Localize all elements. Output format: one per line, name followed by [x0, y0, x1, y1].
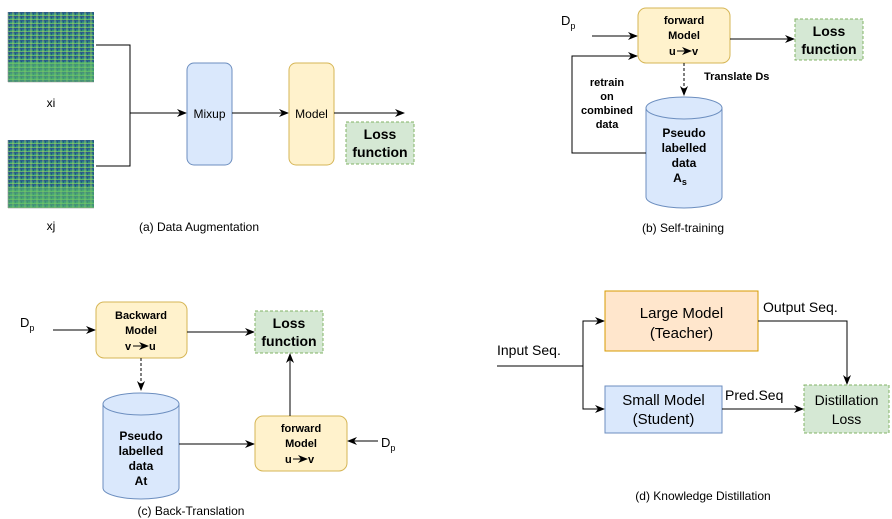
- student-line1: Small Model: [622, 392, 705, 409]
- fwd-c-line1: forward: [281, 423, 321, 435]
- retrain-line2: on: [600, 91, 614, 103]
- loss-a-line1: Loss: [364, 126, 397, 142]
- student-box: [604, 385, 723, 434]
- teacher-line1: Large Model: [640, 305, 723, 322]
- dp-c-left: Dp: [20, 315, 34, 333]
- panel-a: xi xj Mixup Model Loss function (a) Data…: [7, 12, 415, 234]
- db-cylinder-c: [102, 392, 180, 500]
- model-label: Model: [295, 107, 328, 121]
- panel-b: Dp forward Model u v Loss function Trans…: [561, 7, 864, 235]
- label-xi: xi: [47, 96, 56, 110]
- caption-d: (d) Knowledge Distillation: [635, 489, 770, 503]
- edge-xi-mixup: [96, 44, 131, 113]
- spectrogram-xi: [7, 12, 94, 83]
- fwd-b-v: v: [692, 46, 699, 58]
- translate-label: Translate Ds: [704, 71, 769, 83]
- db-c-line2: labelled: [119, 444, 164, 458]
- bwd-line1: Backward: [115, 310, 167, 322]
- model-box: [288, 62, 335, 166]
- caption-a: (a) Data Augmentation: [139, 220, 259, 234]
- retrain-line1: retrain: [590, 77, 625, 89]
- retrain-line3: combined: [581, 105, 633, 117]
- fwd-b-line1: forward: [664, 15, 704, 27]
- loss-c-line1: Loss: [273, 315, 306, 331]
- edge-teacher-distill: [758, 320, 851, 385]
- input-seq-label: Input Seq.: [497, 342, 561, 358]
- dp-c-right: Dp: [381, 435, 395, 453]
- edge-split-student: [582, 366, 605, 413]
- dp-b: Dp: [561, 13, 575, 31]
- loss-box-b: [794, 18, 864, 61]
- bwd-u: u: [149, 341, 156, 353]
- fwd-c-v: v: [308, 454, 315, 466]
- bwd-v: v: [125, 341, 132, 353]
- output-seq-label: Output Seq.: [763, 299, 838, 315]
- db-b-line3: data: [672, 156, 697, 170]
- fwd-b-line2: Model: [668, 30, 700, 42]
- db-c-line3: data: [129, 459, 154, 473]
- db-c-line4: At: [135, 474, 148, 488]
- mixup-label: Mixup: [193, 107, 225, 121]
- panel-d: Input Seq. Large Model (Teacher) Output …: [497, 290, 890, 503]
- panel-c: Dp Backward Model v u Loss function Pseu…: [20, 301, 395, 518]
- loss-c-line2: function: [261, 333, 316, 349]
- loss-box-c: [254, 310, 324, 354]
- loss-b-line1: Loss: [813, 23, 846, 39]
- caption-b: (b) Self-training: [642, 221, 724, 235]
- distill-line2: Loss: [832, 411, 862, 427]
- db-b-line2: labelled: [662, 141, 707, 155]
- spectrogram-xj: [7, 140, 94, 209]
- fwd-c-u: u: [285, 454, 292, 466]
- distill-box: [803, 384, 890, 434]
- distill-line1: Distillation: [815, 392, 879, 408]
- teacher-box: [604, 290, 759, 352]
- edge-db-retrain-b: [571, 52, 646, 154]
- fwd-b-u: u: [669, 46, 676, 58]
- label-xj: xj: [47, 219, 56, 233]
- teacher-line2: (Teacher): [650, 325, 713, 342]
- edge-split-teacher: [582, 317, 605, 366]
- caption-c: (c) Back-Translation: [138, 504, 245, 518]
- pred-seq-label: Pred.Seq: [725, 387, 783, 403]
- edge-xj-mixup: [96, 113, 131, 167]
- student-line2: (Student): [633, 411, 695, 428]
- db-b-line1: Pseudo: [662, 126, 705, 140]
- loss-a-line2: function: [352, 144, 407, 160]
- db-c-line1: Pseudo: [119, 429, 162, 443]
- loss-b-line2: function: [801, 41, 856, 57]
- mixup-box: [186, 62, 233, 166]
- loss-box-a: [345, 121, 415, 165]
- fwd-c-line2: Model: [285, 438, 317, 450]
- retrain-line4: data: [596, 119, 620, 131]
- bwd-line2: Model: [125, 325, 157, 337]
- db-b-line4: As: [673, 171, 687, 187]
- db-cylinder-b: [645, 96, 723, 209]
